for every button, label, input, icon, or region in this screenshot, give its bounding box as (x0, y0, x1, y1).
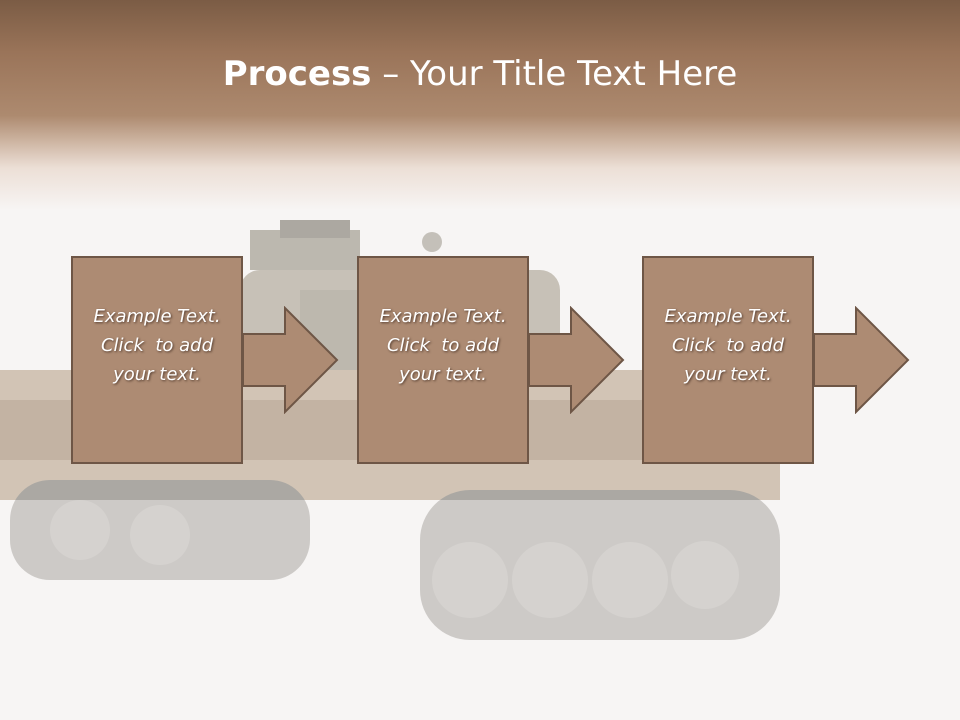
header-band (0, 0, 960, 210)
process-step-3-text[interactable]: Example Text. Click to add your text. (664, 305, 792, 385)
process-arrow-2 (529, 306, 625, 414)
slide-title[interactable]: Process – Your Title Text Here (0, 52, 960, 96)
process-arrow-3 (814, 306, 910, 414)
process-arrow-1 (243, 306, 339, 414)
title-rest: – Your Title Text Here (371, 54, 738, 94)
process-step-2[interactable]: Example Text. Click to add your text. (357, 256, 529, 464)
process-step-1[interactable]: Example Text. Click to add your text. (71, 256, 243, 464)
title-bold: Process (222, 54, 372, 94)
process-step-1-text[interactable]: Example Text. Click to add your text. (93, 305, 221, 385)
process-step-3[interactable]: Example Text. Click to add your text. (642, 256, 814, 464)
process-step-2-text[interactable]: Example Text. Click to add your text. (379, 305, 507, 385)
